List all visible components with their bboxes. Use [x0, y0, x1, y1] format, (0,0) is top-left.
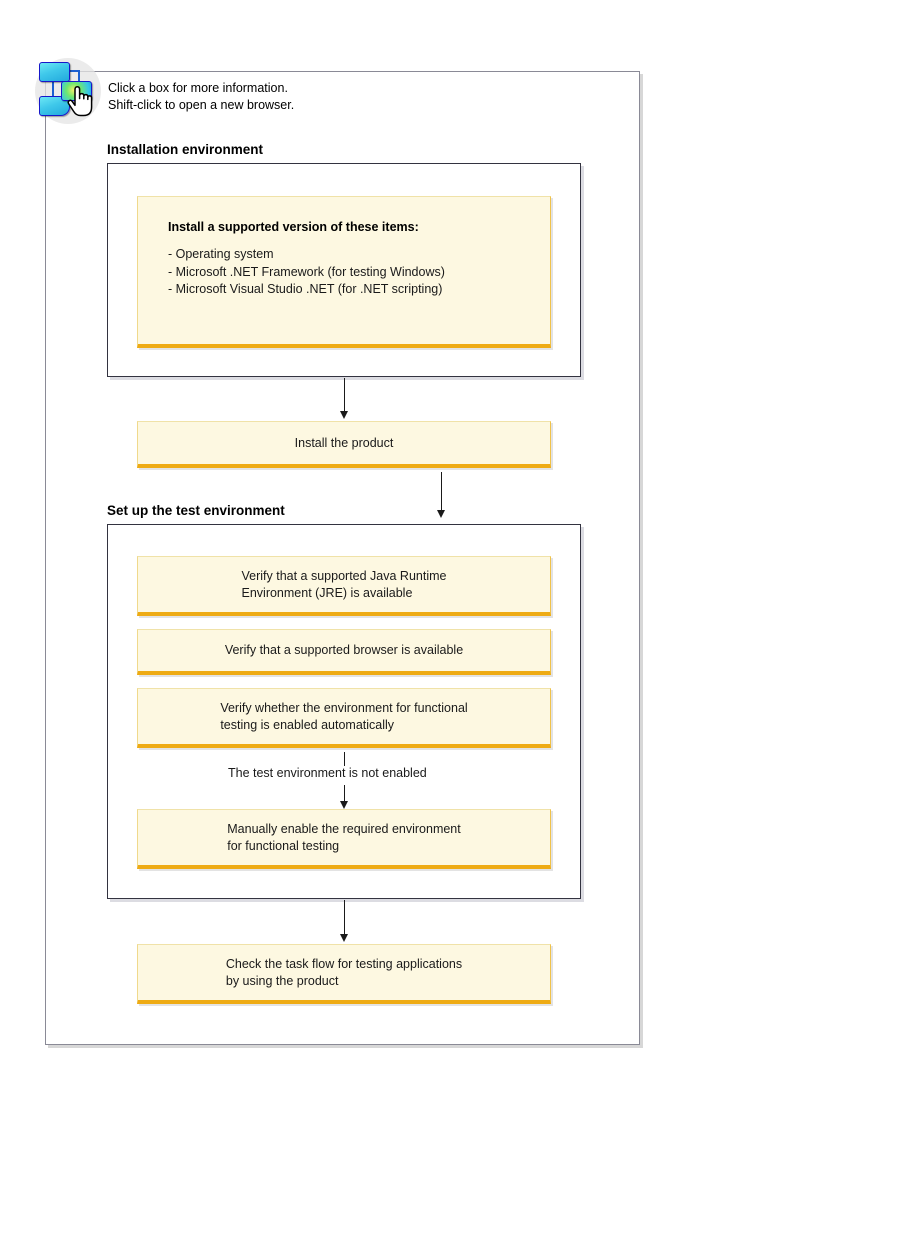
connector-prereq-to-install	[344, 378, 346, 413]
icon-connector-vertical-right	[78, 70, 80, 82]
connector-arrow-prereq-to-install	[340, 411, 348, 419]
manual-enable-label: Manually enable the required environment…	[227, 821, 461, 853]
flowchart-hand-pointer-icon	[33, 56, 105, 128]
connector-setup-to-taskflow	[344, 900, 346, 936]
verify-jre-label: Verify that a supported Java Runtime Env…	[241, 568, 447, 600]
connector-install-to-setup	[441, 472, 443, 512]
install-product-label: Install the product	[294, 435, 394, 450]
connector-arrow-setup-to-taskflow	[340, 934, 348, 942]
task-box-verify-auto-enabled[interactable]: Verify whether the environment for funct…	[137, 688, 551, 748]
task-box-manually-enable[interactable]: Manually enable the required environment…	[137, 809, 551, 869]
prereq-item-0: - Operating system	[168, 247, 274, 261]
verify-browser-label: Verify that a supported browser is avail…	[224, 643, 464, 657]
task-box-install-the-product[interactable]: Install the product	[137, 421, 551, 468]
connector-arrow-to-manual	[340, 801, 348, 809]
connector-label-to-manual	[344, 785, 346, 805]
connector-arrow-install-to-setup	[437, 510, 445, 518]
prereq-item-1: - Microsoft .NET Framework (for testing …	[168, 264, 445, 279]
task-box-check-task-flow[interactable]: Check the task flow for testing applicat…	[137, 944, 551, 1004]
task-box-verify-jre[interactable]: Verify that a supported Java Runtime Env…	[137, 556, 551, 616]
hand-cursor-icon	[67, 86, 93, 117]
prereq-item-2: - Microsoft Visual Studio .NET (for .NET…	[168, 282, 443, 296]
verify-auto-label: Verify whether the environment for funct…	[220, 700, 468, 732]
section-heading-setup-test-environment: Set up the test environment	[107, 503, 285, 518]
connector-verify-to-label	[344, 752, 346, 766]
icon-connector-vertical-left	[52, 79, 54, 97]
section-heading-installation: Installation environment	[107, 142, 264, 157]
icon-connector-horizontal	[67, 70, 79, 72]
connector-label-not-enabled: The test environment is not enabled	[228, 766, 427, 780]
task-flow-label: Check the task flow for testing applicat…	[225, 956, 463, 988]
legend-instructions: Click a box for more information. Shift-…	[108, 80, 508, 113]
task-box-verify-browser[interactable]: Verify that a supported browser is avail…	[137, 629, 551, 675]
task-box-install-prerequisites[interactable]: Install a supported version of these ite…	[137, 196, 551, 348]
prereq-title: Install a supported version of these ite…	[168, 220, 419, 234]
legend-line-2: Shift-click to open a new browser.	[108, 97, 295, 112]
legend-line-1: Click a box for more information.	[108, 81, 288, 95]
icon-node-top	[39, 62, 70, 82]
